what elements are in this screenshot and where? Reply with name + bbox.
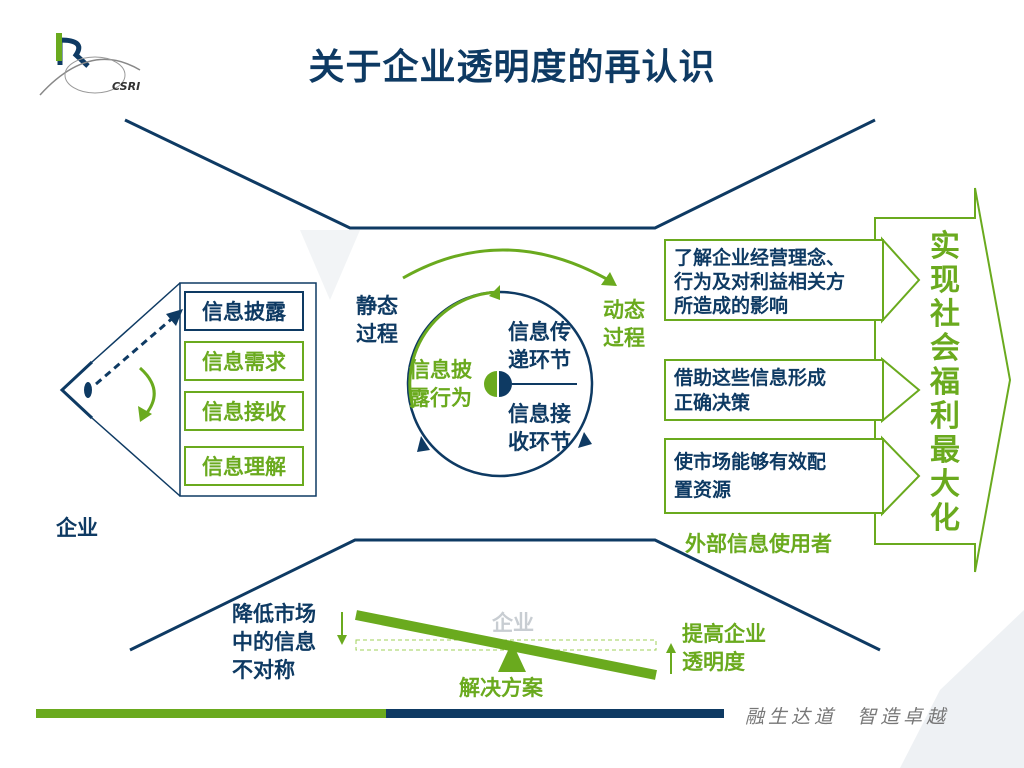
right-item-decision: 借助这些信息形成 正确决策 <box>664 359 884 421</box>
top-funnel-line <box>124 118 876 230</box>
logo-text: CSRI <box>112 80 141 93</box>
up-arrow-head <box>666 643 676 653</box>
disclosure-behavior-label: 信息披 露行为 <box>409 358 472 410</box>
seesaw-fulcrum <box>498 642 526 672</box>
goal-vertical-char: 会 <box>930 331 960 366</box>
goal-vertical-char: 利 <box>930 399 960 434</box>
static-process-label: 静态 过程 <box>356 294 398 346</box>
dashed-arrow-line <box>95 314 176 386</box>
right-item-understand-impact: 了解企业经营理念、 行为及对利益相关方 所造成的影响 <box>664 239 884 321</box>
logo-swoosh <box>39 58 141 96</box>
chevron-1 <box>881 236 921 324</box>
goal-vertical-text: 实现社会福利最大化 <box>925 230 965 536</box>
footer-bar-green <box>36 709 386 718</box>
top-arc <box>402 248 613 284</box>
cycle-arrow-right <box>578 432 592 448</box>
curved-arrow-head <box>138 406 152 422</box>
external-users-label: 外部信息使用者 <box>685 532 832 556</box>
cycle-arrow-top <box>489 285 500 300</box>
goal-vertical-char: 社 <box>930 297 960 332</box>
solution-label: 解决方案 <box>459 676 543 700</box>
node-right-half <box>499 371 512 397</box>
left-item-understand: 信息理解 <box>184 446 304 486</box>
footer-slogan: 融生达道 智造卓越 <box>745 706 950 728</box>
page-title: 关于企业透明度的再认识 <box>308 47 716 88</box>
chevron-2 <box>881 356 921 424</box>
goal-vertical-char: 实 <box>930 229 960 264</box>
dashed-arrow-head <box>166 309 183 326</box>
cone-lower-line <box>91 417 181 497</box>
left-item-disclosure: 信息披露 <box>184 291 304 331</box>
seesaw-enterprise-label: 企业 <box>492 611 534 635</box>
logo-green-bar <box>56 33 62 61</box>
reduce-asymmetry-label: 降低市场 中的信息 不对称 <box>232 602 316 682</box>
footer-bar-navy <box>386 709 724 718</box>
receive-link-label: 信息接 收环节 <box>508 402 571 454</box>
goal-vertical-char: 大 <box>930 467 960 502</box>
right-item-allocation: 使市场能够有效配 置资源 <box>664 438 884 514</box>
goal-vertical-char: 最 <box>930 433 960 468</box>
transfer-link-label: 信息传 递环节 <box>508 320 571 372</box>
enterprise-label: 企业 <box>56 516 98 540</box>
watermark-shape <box>300 230 360 300</box>
down-arrow-head <box>337 635 347 645</box>
goal-vertical-char: 福 <box>930 365 960 400</box>
cycle-arrow-left <box>417 436 430 452</box>
top-arc-head <box>601 272 617 286</box>
eye-pupil <box>84 382 92 398</box>
left-item-receive: 信息接收 <box>184 391 304 431</box>
eye-icon <box>59 360 94 420</box>
left-group-frame <box>179 282 317 497</box>
seesaw-beam <box>355 610 657 680</box>
cycle-green-arc <box>408 290 501 409</box>
dynamic-process-label: 动态 过程 <box>603 298 645 350</box>
curved-arrow-line <box>138 366 156 415</box>
node-left-half <box>484 371 497 397</box>
improve-transparency-label: 提高企业 透明度 <box>682 622 766 674</box>
goal-vertical-char: 现 <box>930 263 960 298</box>
big-goal-arrow <box>874 187 1012 573</box>
left-item-demand: 信息需求 <box>184 341 304 381</box>
goal-vertical-char: 化 <box>930 501 960 536</box>
watermark-shape-corner <box>900 610 1024 768</box>
chevron-3 <box>881 435 921 517</box>
bottom-funnel-line <box>129 538 881 652</box>
logo-globe <box>64 56 126 94</box>
cone-upper-line <box>91 282 181 363</box>
